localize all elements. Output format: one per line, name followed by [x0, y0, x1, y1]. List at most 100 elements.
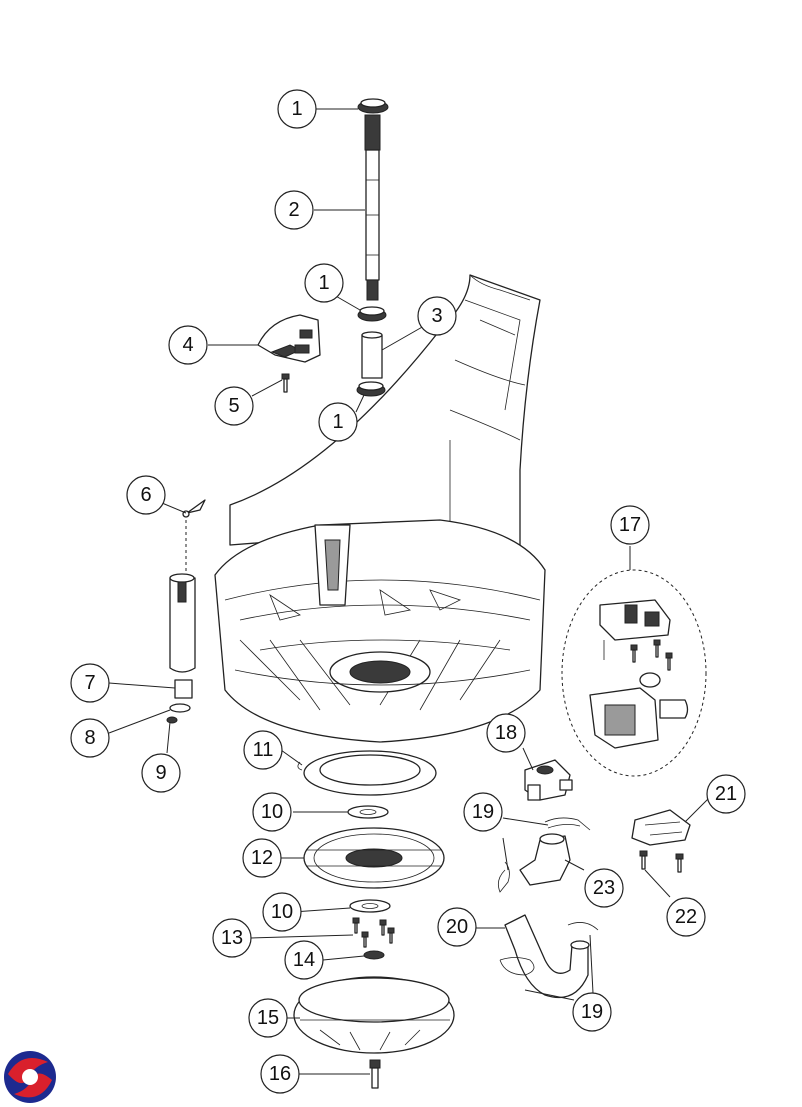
callout-3: 3 — [417, 296, 457, 336]
callout-label: 15 — [257, 1007, 279, 1029]
hose-clamp-lower — [499, 922, 599, 976]
callout-10: 10 — [252, 792, 292, 832]
callout-circle — [242, 838, 282, 878]
callout-circle — [70, 663, 110, 703]
callout-label: 1 — [291, 98, 302, 120]
callout-circle — [126, 475, 166, 515]
callout-4: 4 — [168, 325, 208, 365]
hose-clamp-upper — [544, 817, 591, 831]
gear-screws — [352, 917, 395, 948]
callout-label: 4 — [182, 334, 193, 356]
callout-circle — [318, 402, 358, 442]
callout-circle — [243, 730, 283, 770]
callout-16: 16 — [260, 1054, 300, 1094]
callout-20: 20 — [437, 907, 477, 947]
callout-label: 20 — [446, 916, 468, 938]
callout-1: 1 — [304, 263, 344, 303]
callout-circle — [141, 753, 181, 793]
callout-9: 9 — [141, 753, 181, 793]
callout-circle — [284, 940, 324, 980]
callout-22: 22 — [666, 897, 706, 937]
callout-12: 12 — [242, 838, 282, 878]
callout-label: 10 — [261, 801, 283, 823]
callout-label: 10 — [271, 901, 293, 923]
callout-2: 2 — [274, 190, 314, 230]
callout-18: 18 — [486, 713, 526, 753]
callout-circle — [572, 992, 612, 1032]
hex-nut — [166, 716, 178, 724]
callout-8: 8 — [70, 718, 110, 758]
callout-circle — [262, 892, 302, 932]
bushing-tube — [361, 331, 383, 379]
callout-label: 8 — [84, 727, 95, 749]
callout-circle — [610, 505, 650, 545]
bearing-lower — [356, 381, 386, 397]
callout-7: 7 — [70, 663, 110, 703]
callout-circle — [248, 998, 288, 1038]
callout-15: 15 — [248, 998, 288, 1038]
callout-label: 14 — [293, 949, 315, 971]
callout-circle — [666, 897, 706, 937]
brand-logo-icon — [4, 1051, 56, 1103]
callout-label: 18 — [495, 722, 517, 744]
callout-label: 19 — [472, 801, 494, 823]
callout-circle — [304, 263, 344, 303]
callout-circle — [706, 774, 746, 814]
callout-label: 11 — [253, 739, 274, 761]
callout-circle — [214, 386, 254, 426]
callout-circle — [437, 907, 477, 947]
callout-label: 23 — [593, 877, 615, 899]
callout-circle — [260, 1054, 300, 1094]
callout-circle — [274, 190, 314, 230]
seal-ring — [297, 750, 437, 796]
bearing-cap-top — [357, 98, 389, 114]
callout-5: 5 — [214, 386, 254, 426]
impeller-cover — [293, 976, 455, 1054]
callout-13: 13 — [212, 918, 252, 958]
callout-label: 6 — [140, 484, 151, 506]
drain-hose — [504, 914, 590, 999]
callout-label: 16 — [269, 1063, 291, 1085]
callout-6: 6 — [126, 475, 166, 515]
washer-lower — [349, 899, 391, 913]
callout-10: 10 — [262, 892, 302, 932]
hose-elbow — [519, 833, 571, 886]
callout-1: 1 — [318, 402, 358, 442]
callout-label: 22 — [675, 906, 697, 928]
bearing-middle — [357, 306, 387, 322]
drive-gear — [303, 827, 445, 889]
bracket-screw — [281, 373, 290, 393]
callout-circle — [277, 89, 317, 129]
callout-circle — [486, 713, 526, 753]
callout-1: 1 — [277, 89, 317, 129]
callout-circle — [168, 325, 208, 365]
callout-label: 12 — [251, 847, 273, 869]
center-nut — [363, 950, 385, 960]
callout-label: 7 — [84, 672, 95, 694]
hose-clamp-left — [497, 861, 510, 893]
actuator-rod — [169, 573, 196, 699]
drive-shaft — [364, 114, 381, 301]
callout-circle — [252, 792, 292, 832]
leader-lines — [108, 108, 709, 1075]
inlet-valve — [524, 759, 573, 801]
callout-label: 1 — [318, 272, 329, 294]
callout-label: 17 — [619, 514, 641, 536]
callout-21: 21 — [706, 774, 746, 814]
pump-screws — [630, 639, 673, 671]
callout-label: 19 — [581, 1001, 603, 1023]
callout-label: 3 — [431, 305, 442, 327]
mounting-bracket — [257, 314, 321, 363]
pump-assembly — [561, 569, 707, 777]
washer-upper — [347, 805, 389, 819]
retaining-ring — [169, 703, 191, 713]
callout-label: 1 — [332, 411, 343, 433]
callout-11: 11 — [243, 730, 283, 770]
callout-label: 21 — [715, 783, 737, 805]
callout-circle — [212, 918, 252, 958]
drive-housing-outline — [229, 274, 541, 546]
callout-label: 2 — [288, 199, 299, 221]
callout-14: 14 — [284, 940, 324, 980]
callout-circle — [584, 868, 624, 908]
